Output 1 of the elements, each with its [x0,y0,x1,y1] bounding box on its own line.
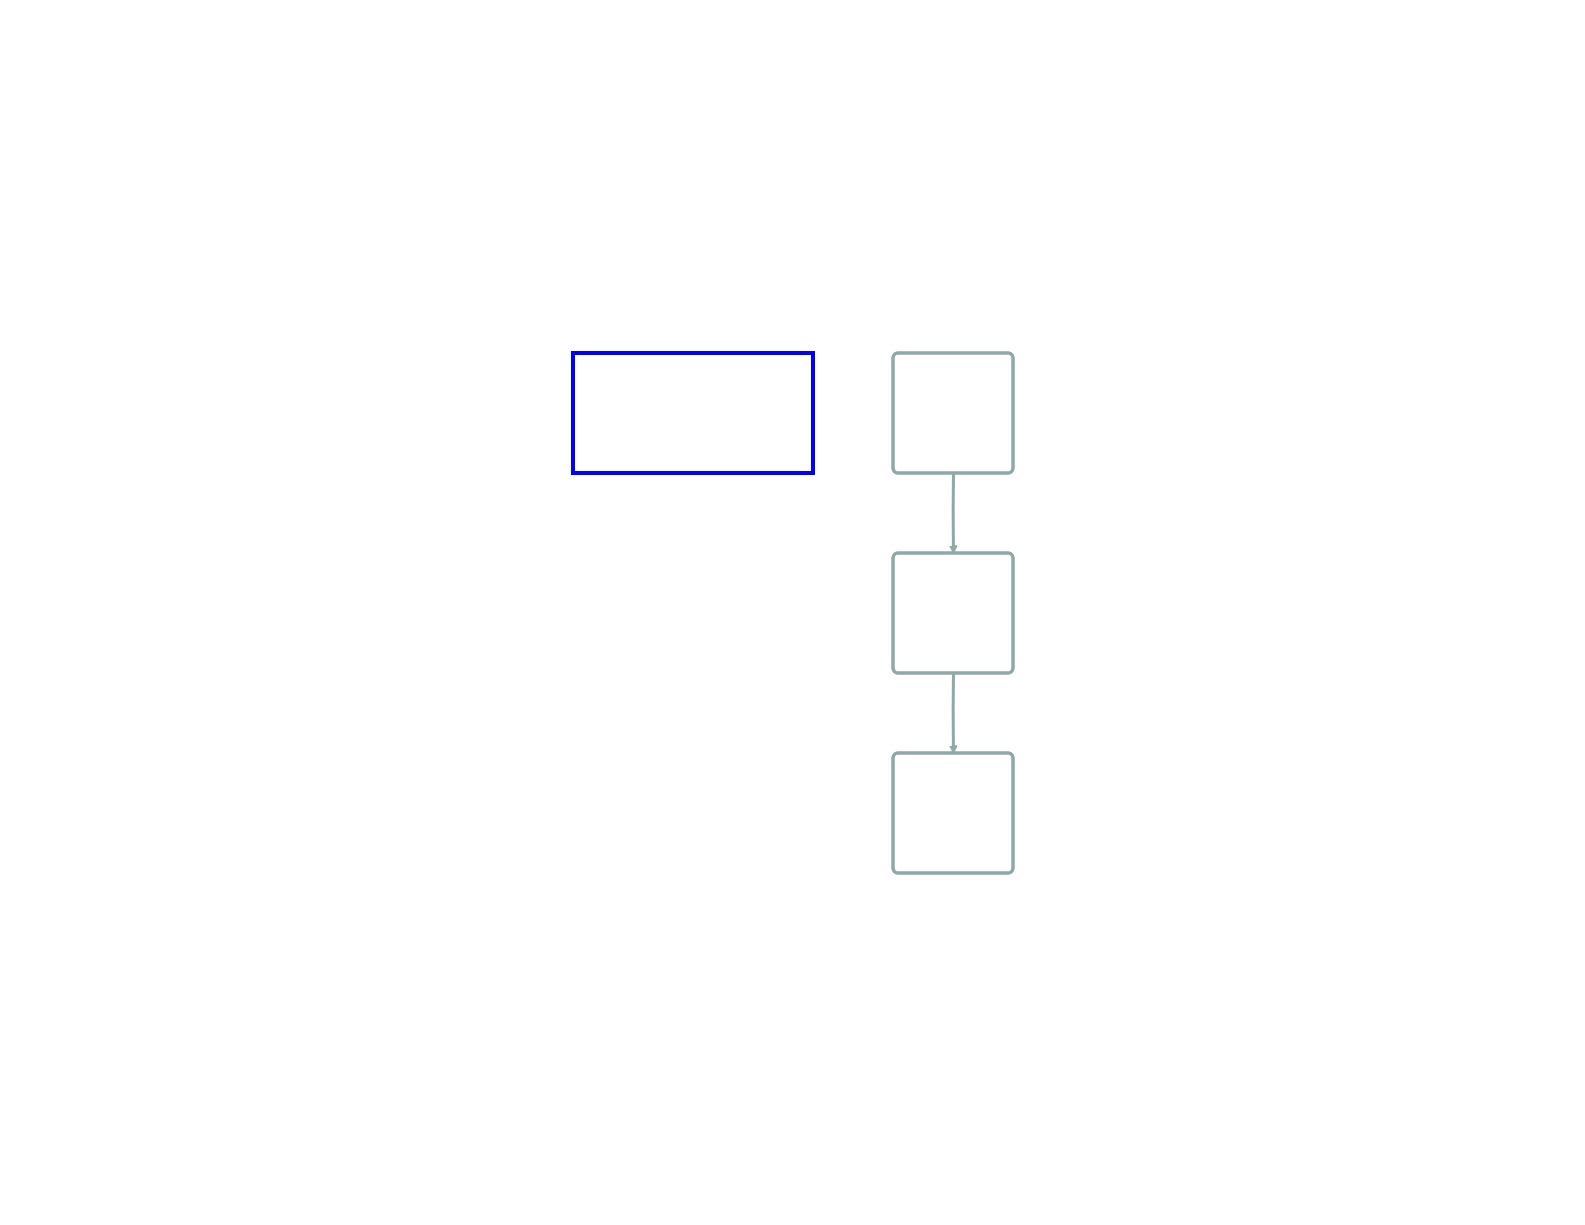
node-box [570,350,815,475]
